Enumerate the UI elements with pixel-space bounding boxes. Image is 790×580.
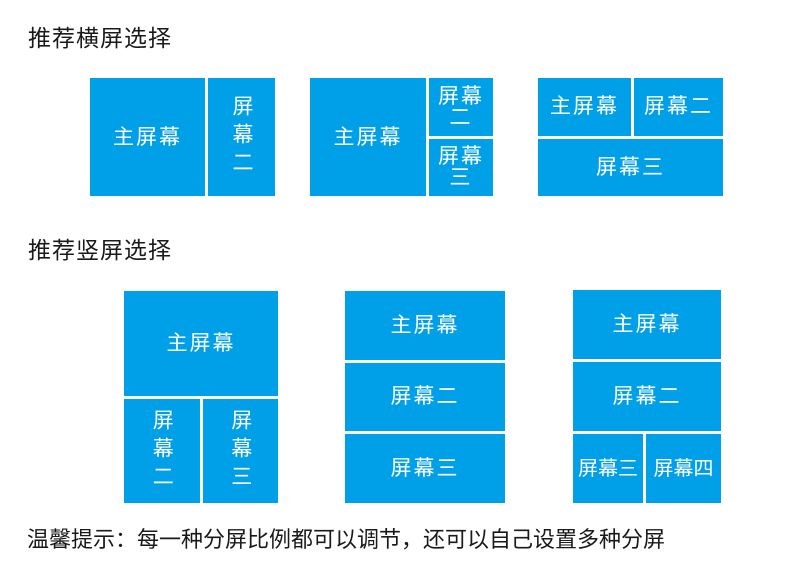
portrait-layout-option-3[interactable]: 主屏幕 屏幕二 屏幕三 屏幕四 [573, 290, 721, 503]
tip-text: 温馨提示：每一种分屏比例都可以调节，还可以自己设置多种分屏 [27, 527, 666, 552]
screen-3-cell: 屏幕三 [538, 138, 723, 196]
main-screen-cell: 主屏幕 [538, 78, 631, 136]
main-screen-cell: 主屏幕 [124, 291, 278, 396]
screen-3-cell: 屏幕三 [573, 434, 643, 503]
screen-2-cell: 屏幕二 [345, 362, 505, 432]
main-screen-cell: 主屏幕 [345, 291, 505, 360]
portrait-layout-option-2[interactable]: 主屏幕 屏幕二 屏幕三 [345, 291, 505, 503]
screen-4-cell: 屏幕四 [646, 434, 721, 503]
screen-3-cell: 屏幕三 [429, 138, 493, 196]
screen-3-cell: 屏幕三 [202, 399, 278, 503]
main-screen-cell: 主屏幕 [310, 78, 426, 196]
portrait-section-title: 推荐竖屏选择 [28, 237, 172, 263]
main-screen-cell: 主屏幕 [573, 290, 721, 359]
screen-2-cell: 屏幕二 [208, 78, 275, 196]
landscape-section-title: 推荐横屏选择 [28, 25, 172, 51]
landscape-layout-option-3[interactable]: 主屏幕 屏幕二 屏幕三 [538, 78, 723, 196]
landscape-layout-option-1[interactable]: 主屏幕 屏幕二 [90, 78, 275, 196]
screen-2-cell: 屏幕二 [573, 362, 721, 431]
screen-2-cell: 屏幕二 [634, 78, 723, 136]
screen-2-cell: 屏幕二 [124, 399, 200, 503]
landscape-layout-option-2[interactable]: 主屏幕 屏幕二 屏幕三 [310, 78, 493, 196]
main-screen-cell: 主屏幕 [90, 78, 205, 196]
screen-2-cell: 屏幕二 [429, 78, 493, 136]
portrait-layout-option-1[interactable]: 主屏幕 屏幕二 屏幕三 [124, 291, 278, 503]
screen-3-cell: 屏幕三 [345, 434, 505, 503]
